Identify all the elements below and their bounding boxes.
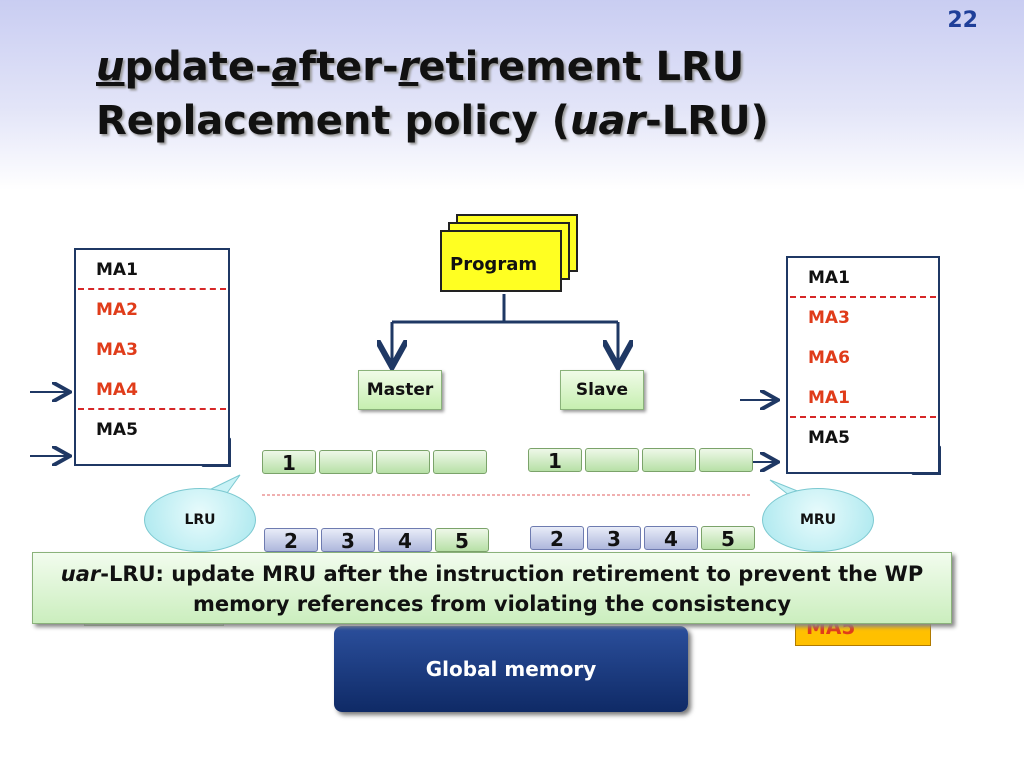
callout-line-1: uar-LRU: update MRU after the instructio… (33, 559, 951, 589)
left-list-item: MA5 (96, 420, 138, 440)
global-memory-block: Global memory (334, 626, 688, 712)
title-part3: etirement LRU (418, 44, 745, 90)
slide-number: 22 (947, 8, 978, 33)
queue-cell: 5 (701, 526, 755, 551)
title-part2: fter- (298, 44, 399, 90)
title-part1: pdate- (124, 44, 272, 90)
queue-cell (433, 450, 487, 474)
callout-line1-text: -LRU: update MRU after the instruction r… (100, 562, 924, 586)
title-line-2: Replacement policy (uar-LRU) (96, 94, 769, 148)
queue-cell: 2 (530, 526, 584, 551)
queue-cell: 5 (435, 528, 489, 553)
left-list-item: MA4 (96, 380, 138, 400)
title-line2-suffix: -LRU) (645, 98, 769, 144)
master-node: Master (358, 370, 442, 410)
title-line2-italic: uar (569, 98, 646, 144)
right-list-divider (790, 296, 936, 298)
left-list-divider (78, 288, 226, 290)
right-list-item: MA1 (808, 268, 850, 288)
master-queue-bottom: 2 3 4 5 (264, 528, 490, 553)
queue-cell: 4 (644, 526, 698, 551)
left-list-item: MA3 (96, 340, 138, 360)
queue-cell (585, 448, 639, 472)
right-memory-list: MA1 MA3 MA6 MA1 MA5 (786, 256, 940, 474)
right-list-item: MA5 (808, 428, 850, 448)
title-u: u (96, 44, 125, 90)
callout-italic: uar (60, 562, 101, 586)
left-memory-list: MA1 MA2 MA3 MA4 MA5 (74, 248, 230, 466)
queue-cell: 4 (378, 528, 432, 553)
queue-cell (642, 448, 696, 472)
queue-cell: 1 (262, 450, 316, 475)
slave-queue-top: 1 (528, 448, 754, 473)
queue-cell: 3 (321, 528, 375, 553)
slave-queue-bottom: 2 3 4 5 (530, 526, 756, 551)
right-list-item: MA1 (808, 388, 850, 408)
queue-cell (699, 448, 753, 472)
explanation-callout: uar-LRU: update MRU after the instructio… (32, 552, 952, 624)
lru-bubble: LRU (144, 488, 256, 552)
queue-cell (319, 450, 373, 474)
master-queue-top: 1 (262, 450, 488, 475)
queue-cell: 3 (587, 526, 641, 551)
left-list-item: MA2 (96, 300, 138, 320)
right-list-item: MA3 (808, 308, 850, 328)
program-document: Program (440, 230, 562, 292)
title-line-1: update-after-retirement LRU (96, 40, 769, 94)
queue-cell (376, 450, 430, 474)
program-label: Program (450, 254, 538, 275)
title-r: r (398, 44, 419, 90)
title-a: a (271, 44, 299, 90)
left-list-item: MA1 (96, 260, 138, 280)
title-line2-prefix: Replacement policy ( (96, 98, 570, 144)
right-list-item: MA6 (808, 348, 850, 368)
left-list-divider (78, 408, 226, 410)
mru-bubble: MRU (762, 488, 874, 552)
slide-title: update-after-retirement LRU Replacement … (96, 40, 769, 148)
queue-cell: 2 (264, 528, 318, 553)
callout-line-2: memory references from violating the con… (192, 592, 792, 616)
slave-node: Slave (560, 370, 644, 410)
queue-cell: 1 (528, 448, 582, 473)
right-list-divider (790, 416, 936, 418)
